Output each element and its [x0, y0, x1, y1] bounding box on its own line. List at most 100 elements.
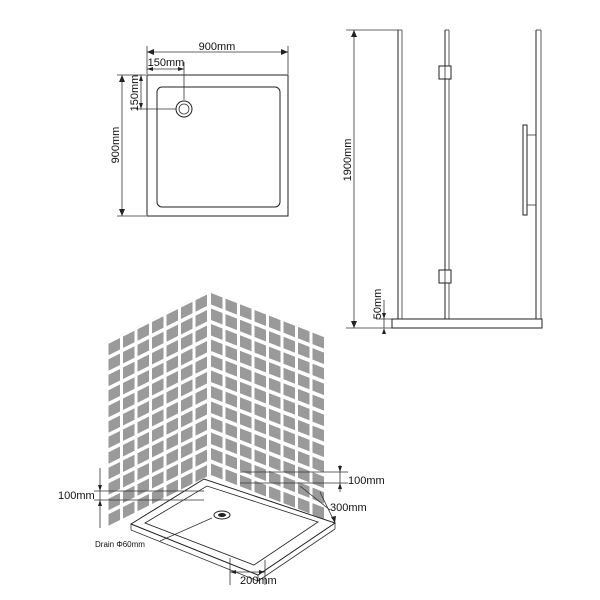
wall-tile: [269, 439, 281, 456]
wall-tile: [298, 435, 310, 452]
wall-tile: [108, 431, 120, 449]
right-wall-tiles: [211, 293, 324, 520]
wall-tile: [225, 314, 237, 331]
iso-drain-label: Drain Φ60mm: [95, 540, 145, 549]
wall-tile: [166, 386, 178, 404]
wall-tile: [181, 441, 193, 459]
wall-tile: [137, 401, 149, 419]
wall-tile: [254, 387, 266, 404]
wall-tile: [298, 388, 310, 405]
elevation-base-label: 50mm: [372, 289, 384, 320]
wall-tile: [181, 410, 193, 428]
iso-tray-basin: [144, 485, 319, 566]
wall-tile: [298, 419, 310, 436]
wall-tile: [312, 441, 324, 458]
arrowhead: [351, 30, 357, 37]
wall-tile: [283, 429, 295, 446]
wall-tile: [211, 370, 223, 387]
wall-tile: [312, 456, 324, 473]
wall-tile: [123, 485, 135, 503]
wall-tile: [312, 348, 324, 365]
wall-tile: [283, 398, 295, 415]
wall-tile: [152, 409, 164, 427]
wall-tile: [181, 472, 193, 490]
wall-tile: [181, 301, 193, 319]
wall-tile: [166, 309, 178, 327]
arrowhead: [98, 500, 102, 506]
wall-tile: [240, 381, 252, 398]
arrowhead: [281, 49, 288, 55]
wall-tile: [181, 317, 193, 335]
wall-tile: [152, 486, 164, 504]
wall-tile: [123, 361, 135, 379]
arrowhead: [178, 67, 184, 71]
wall-tile: [137, 323, 149, 341]
wall-tile: [211, 355, 223, 371]
wall-tile: [211, 463, 223, 480]
arrowhead: [147, 67, 153, 71]
wall-tile: [152, 378, 164, 396]
wall-tile: [312, 503, 324, 520]
wall-tile: [123, 470, 135, 488]
wall-tile: [225, 453, 237, 470]
wall-tile: [152, 424, 164, 442]
drain-leader-line: [159, 517, 213, 542]
arrowhead: [147, 49, 154, 55]
wall-tile: [240, 304, 252, 321]
wall-tile: [166, 324, 178, 342]
wall-tile: [211, 324, 223, 340]
wall-tile: [152, 347, 164, 365]
wall-tile: [166, 433, 178, 451]
wall-tile: [240, 443, 252, 460]
arrowhead: [338, 466, 342, 472]
wall-tile: [240, 366, 252, 383]
wall-tile: [283, 321, 295, 338]
wall-tile: [166, 340, 178, 358]
wall-tile: [269, 470, 281, 487]
arrowhead: [331, 516, 336, 523]
wall-tile: [240, 459, 252, 476]
wall-tile: [298, 326, 310, 343]
wall-tile: [137, 385, 149, 403]
wall-tile: [166, 448, 178, 466]
wall-tile: [152, 393, 164, 411]
wall-tile: [240, 412, 252, 429]
wall-tile: [108, 415, 120, 433]
wall-tile: [195, 434, 207, 452]
arrowhead: [230, 570, 236, 574]
plan-view: 900mm 150mm 900mm 150mm: [110, 41, 289, 217]
wall-tile: [254, 325, 266, 342]
iso-drain-hole: [218, 513, 226, 517]
wall-tile: [225, 329, 237, 346]
wall-tile: [195, 418, 207, 436]
wall-tile: [225, 298, 237, 315]
wall-tile: [152, 471, 164, 489]
wall-tile: [137, 354, 149, 372]
tray-bottom-edge: [130, 528, 336, 582]
wall-tile: [269, 455, 281, 472]
wall-tile: [283, 336, 295, 353]
plan-depth-label: 900mm: [110, 127, 122, 164]
elevation-view: 1900mm 50mm: [342, 29, 543, 334]
drain-circle: [175, 100, 193, 118]
wall-tile: [283, 491, 295, 508]
wall-tile: [195, 372, 207, 390]
wall-tile: [225, 376, 237, 393]
arrowhead: [139, 103, 143, 109]
wall-tile: [181, 348, 193, 366]
arrowhead: [119, 75, 125, 82]
ext-line: [299, 485, 331, 511]
iso-left-height-label: 100mm: [58, 490, 95, 502]
wall-tile: [225, 391, 237, 408]
wall-tile: [195, 325, 207, 343]
wall-tile: [108, 508, 120, 526]
wall-tile: [195, 387, 207, 405]
wall-tile: [211, 339, 223, 356]
elevation-height-label: 1900mm: [342, 139, 354, 182]
wall-tile: [123, 377, 135, 395]
wall-tile: [298, 373, 310, 390]
wall-tile: [137, 463, 149, 481]
wall-tile: [312, 472, 324, 489]
wall-tile: [137, 370, 149, 388]
wall-tile: [166, 464, 178, 482]
